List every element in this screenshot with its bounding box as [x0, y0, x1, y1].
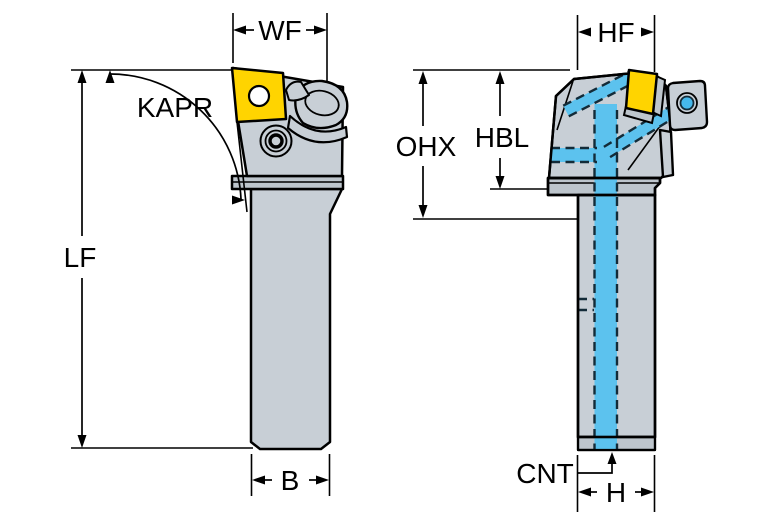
front-shank	[249, 187, 344, 451]
hf-label: HF	[597, 17, 634, 48]
cnt-label: CNT	[516, 458, 574, 489]
hbl-label: HBL	[475, 122, 529, 153]
hbl-dimension: HBL	[475, 71, 549, 190]
ohx-dimension: OHX	[396, 71, 578, 220]
lf-dimension: LF	[64, 69, 253, 449]
clamp-lip	[286, 114, 349, 144]
clamp-lever	[658, 128, 675, 179]
ohx-label: OHX	[396, 131, 457, 162]
h-label: H	[606, 477, 626, 508]
coolant-nozzle	[679, 95, 695, 111]
insert-side	[624, 68, 659, 116]
coolant-channels	[551, 70, 689, 450]
side-view: HF OHX HBL CNT	[396, 15, 709, 512]
nozzle-ring	[676, 92, 698, 114]
cutting-edge-reference-line	[236, 121, 248, 213]
head-facet-line-right	[627, 125, 661, 171]
b-label: B	[281, 465, 300, 496]
front-clamp	[285, 79, 349, 144]
screw-socket	[268, 133, 284, 149]
front-insert	[230, 66, 288, 124]
front-clamp-screw	[259, 124, 293, 158]
kapr-label: KAPR	[137, 92, 213, 123]
cnt-callout: CNT	[516, 452, 617, 489]
b-dimension: B	[250, 454, 331, 496]
side-insert-assembly	[622, 68, 709, 179]
coolant-branch-to-nozzle	[603, 98, 689, 158]
coolant-stem-channel	[594, 104, 617, 450]
lf-label: LF	[64, 242, 97, 273]
screw-outer-ring	[259, 124, 293, 158]
kapr-dimension: KAPR	[105, 70, 245, 205]
insert-hole	[247, 84, 271, 108]
wf-dimension: WF	[232, 13, 328, 83]
h-dimension: H	[576, 455, 656, 512]
front-view: WF KAPR LF B	[64, 13, 349, 496]
clamp-nose	[285, 80, 310, 102]
coolant-branch-to-insert	[563, 71, 635, 117]
clamp-inner-detail	[304, 89, 340, 117]
screw-mid-ring	[264, 129, 288, 153]
wf-label: WF	[258, 15, 302, 46]
hf-dimension: HF	[576, 15, 656, 72]
coolant-branch-left	[551, 148, 597, 162]
